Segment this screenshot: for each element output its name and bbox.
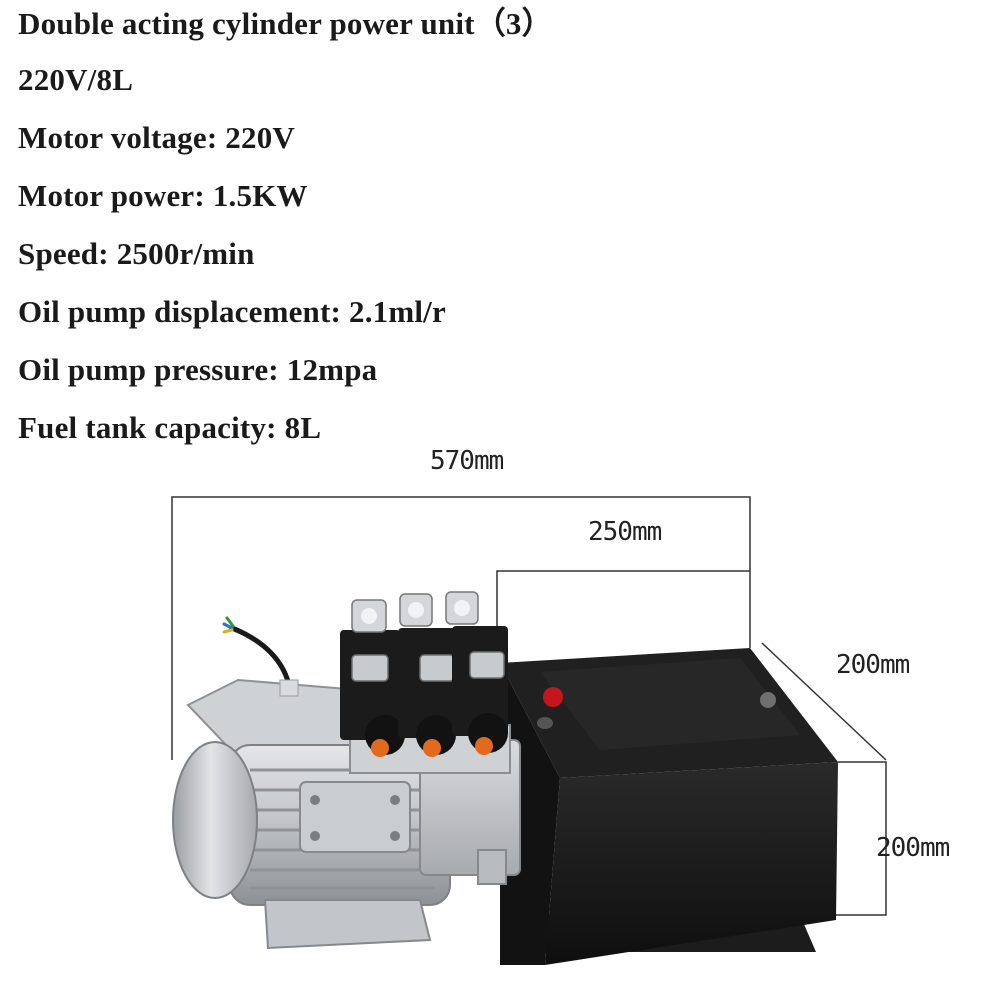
solenoid-valve-stack	[340, 591, 508, 757]
dim-label-tank-depth: 200mm	[836, 650, 910, 680]
spec-pump-pressure: Oil pump pressure: 12mpa	[18, 352, 378, 387]
motor-foot	[263, 899, 432, 950]
product-title: Double acting cylinder power unit（3）	[18, 6, 553, 41]
spec-pump-displacement: Oil pump displacement: 2.1ml/r	[18, 294, 446, 329]
tank-side	[545, 762, 838, 965]
flow-fitting	[477, 849, 507, 885]
oil-tank	[500, 648, 838, 965]
tank-plug	[760, 692, 776, 708]
spec-tank-capacity: Fuel tank capacity: 8L	[18, 410, 322, 445]
solenoid-valve-1	[340, 599, 405, 757]
terminal-box	[299, 781, 411, 853]
spec-model: 220V/8L	[18, 62, 134, 97]
spec-list: Double acting cylinder power unit（3） 220…	[18, 6, 978, 468]
spec-motor-voltage: Motor voltage: 220V	[18, 120, 295, 155]
dim-line-tank-depth	[761, 642, 887, 761]
dim-line-tank-height	[800, 761, 887, 916]
dim-label-total-length: 570mm	[430, 446, 504, 476]
dim-line-total-length	[171, 496, 751, 760]
dim-label-tank-height: 200mm	[876, 833, 950, 863]
red-filler-cap	[543, 687, 563, 707]
solenoid-valve-3	[445, 591, 508, 755]
spec-speed: Speed: 2500r/min	[18, 236, 255, 271]
tank-front	[500, 663, 560, 965]
spec-motor-power: Motor power: 1.5KW	[18, 178, 308, 213]
solenoid-valve-2	[398, 593, 456, 757]
tank-gauge	[537, 717, 553, 729]
tank-top-highlight	[540, 658, 800, 750]
power-cable	[222, 616, 299, 697]
electric-motor	[172, 678, 451, 950]
dim-label-tank-length: 250mm	[588, 517, 662, 547]
motor-end-cap	[172, 741, 258, 899]
